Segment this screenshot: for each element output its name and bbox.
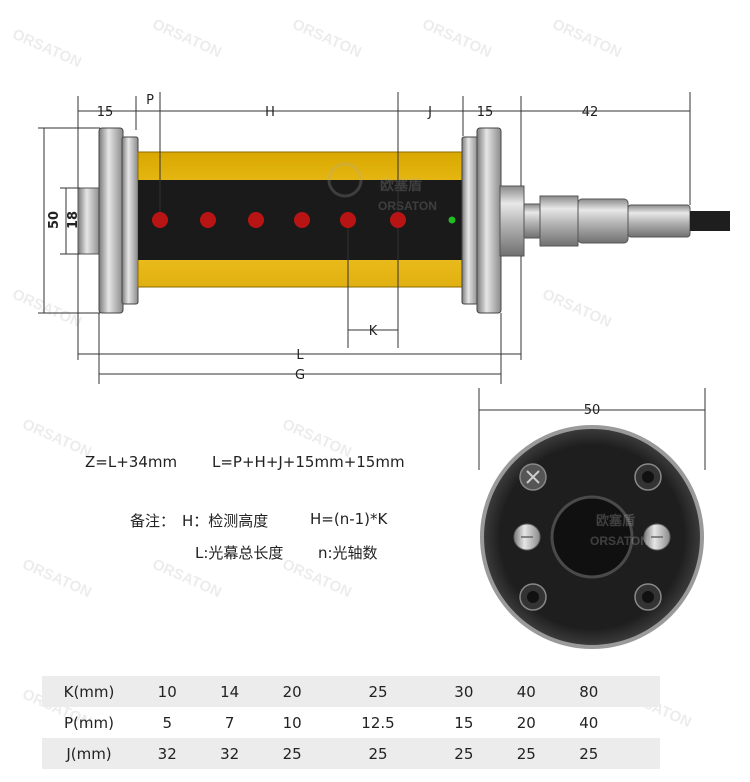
screw-icon <box>519 583 547 611</box>
table-pad <box>620 676 660 707</box>
table-row: P(mm) 5 7 10 12.5 15 20 40 <box>42 707 660 738</box>
table-cell: 32 <box>198 738 261 769</box>
dim-h: H <box>265 105 275 120</box>
table-cell: 25 <box>557 738 620 769</box>
table-pad <box>620 707 660 738</box>
pin-icon <box>643 523 671 551</box>
led-red <box>340 212 356 228</box>
dim-right-cap: 15 <box>477 105 494 120</box>
connector-plug <box>577 198 629 244</box>
h-formula: H=(n-1)*K <box>310 510 388 528</box>
led-red <box>390 212 406 228</box>
right-flange-ring <box>461 136 479 305</box>
dim-height-outer: 50 <box>47 211 62 229</box>
row-label: K(mm) <box>42 676 136 707</box>
connector-body <box>539 195 579 247</box>
table-cell: 30 <box>432 676 496 707</box>
dim-p: P <box>146 93 154 108</box>
table-cell: 14 <box>198 676 261 707</box>
table-pad <box>620 738 660 769</box>
left-flange <box>98 127 124 314</box>
l-definition: L:光幕总长度 <box>195 544 284 562</box>
technical-drawing: 欧塞盾 ORSATON 15 P H J 15 42 50 <box>38 92 730 649</box>
led-red <box>200 212 216 228</box>
dim-l: L <box>296 348 304 363</box>
dim-g: G <box>295 368 305 383</box>
end-view: 欧塞盾 ORSATON <box>480 425 704 649</box>
left-flange-ring <box>121 136 139 305</box>
connector-nut <box>523 203 541 239</box>
h-definition: H：检测高度 <box>182 512 269 530</box>
led-green <box>448 216 456 224</box>
cable <box>690 211 730 231</box>
pin-icon <box>513 523 541 551</box>
svg-text:ORSATON: ORSATON <box>378 199 437 213</box>
dim-k: K <box>369 324 378 339</box>
dim-end-diameter: 50 <box>584 403 601 418</box>
table-cell: 25 <box>432 738 496 769</box>
row-label: J(mm) <box>42 738 136 769</box>
left-stub <box>77 187 101 255</box>
table-cell: 12.5 <box>361 713 395 732</box>
screw-icon <box>634 583 662 611</box>
table-cell: 32 <box>136 738 199 769</box>
svg-text:ORSATON: ORSATON <box>590 534 649 548</box>
table-cell: 10 <box>136 676 199 707</box>
connector-base <box>499 185 525 257</box>
row-label: P(mm) <box>64 713 114 732</box>
table-cell: 20 <box>260 676 324 707</box>
dim-j: J <box>427 105 432 120</box>
center-boss <box>550 495 634 579</box>
formula-l: L=P+H+J+15mm+15mm <box>212 453 405 471</box>
table-cell: 80 <box>557 676 620 707</box>
table-cell: 10 <box>282 713 302 732</box>
dim-connector: 42 <box>582 105 599 120</box>
right-flange <box>476 127 502 314</box>
formula-z: Z=L+34mm <box>85 453 178 471</box>
table-cell: 40 <box>495 676 558 707</box>
led-red <box>152 212 168 228</box>
screw-icon <box>634 463 662 491</box>
table-cell: 25 <box>260 738 324 769</box>
note-label: 备注： <box>130 512 176 530</box>
table-cell: 25 <box>323 676 433 707</box>
connector-tail <box>627 204 691 238</box>
table-cell: 20 <box>516 713 536 732</box>
table-cell: 40 <box>579 713 599 732</box>
table-cell: 25 <box>495 738 558 769</box>
table-cell: 5 <box>162 713 172 732</box>
led-red <box>294 212 310 228</box>
brand-logo-watermark: 欧塞盾 ORSATON <box>327 162 437 213</box>
brand-logo-watermark: 欧塞盾 ORSATON <box>590 513 649 548</box>
svg-text:欧塞盾: 欧塞盾 <box>596 513 635 529</box>
table-cell: 25 <box>323 738 433 769</box>
dim-height-inner: 18 <box>66 211 81 229</box>
table-cell: 15 <box>454 713 474 732</box>
dim-left-cap: 15 <box>97 105 114 120</box>
table-cell: 7 <box>224 713 235 732</box>
screw-icon <box>519 463 547 491</box>
svg-text:欧塞盾: 欧塞盾 <box>380 177 422 194</box>
n-definition: n:光轴数 <box>318 544 378 562</box>
led-red <box>248 212 264 228</box>
